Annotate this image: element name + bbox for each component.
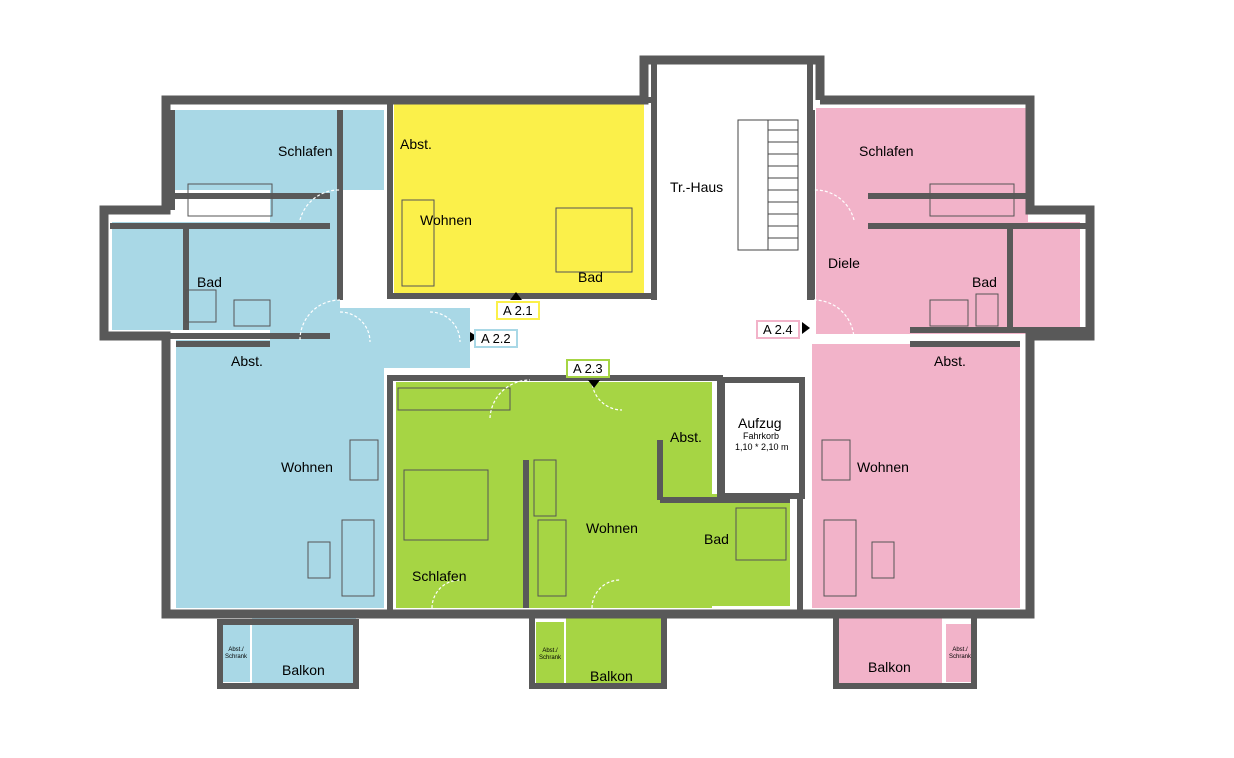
apartment-a21-fill (394, 104, 644, 294)
room-label-green-wohnen: Wohnen (586, 520, 638, 536)
room-label-green-schlafen: Schlafen (412, 568, 467, 584)
room-label-pink-bad: Bad (972, 274, 997, 290)
room-label-pink-abst-schrank: Abst./ Schrank (948, 647, 971, 660)
room-label-aufzug: Aufzug (738, 415, 782, 431)
unit-tag-a21: A 2.1 (496, 301, 540, 320)
room-label-blue-abst-schrank: Abst./ Schrank (224, 647, 247, 660)
room-label-yellow-bad: Bad (578, 269, 603, 285)
staircase (737, 119, 799, 251)
room-label-green-bad: Bad (704, 531, 729, 547)
apartment-a24-fill (812, 108, 1080, 684)
room-label-blue-abst: Abst. (231, 353, 263, 369)
room-label-pink-schlafen: Schlafen (859, 143, 914, 159)
room-label-blue-schlafen: Schlafen (278, 143, 333, 159)
furniture (185, 183, 1015, 597)
room-label-pink-balkon: Balkon (868, 659, 911, 675)
room-label-treppenhaus: Tr.-Haus (670, 179, 724, 195)
room-label-pink-diele: Diele (828, 255, 860, 271)
room-label-yellow-wohnen: Wohnen (420, 212, 472, 228)
interior-walls (110, 60, 1086, 689)
room-label-blue-bad: Bad (197, 274, 222, 290)
room-label-yellow-abst: Abst. (400, 136, 432, 152)
room-label-fahrkorb: Fahrkorb (743, 431, 780, 441)
unit-tag-a22: A 2.2 (474, 329, 518, 348)
unit-tag-a23: A 2.3 (566, 359, 610, 378)
room-label-fahrkorb-size: 1,10 * 2,10 m (735, 442, 789, 452)
unit-tag-a24: A 2.4 (756, 320, 800, 339)
room-label-green-balkon: Balkon (590, 668, 633, 684)
room-label-pink-wohnen: Wohnen (857, 459, 909, 475)
room-label-pink-abst: Abst. (934, 353, 966, 369)
room-label-blue-balkon: Balkon (282, 662, 325, 678)
room-label-green-abst-schrank: Abst./ Schrank (538, 648, 561, 661)
room-label-green-abst: Abst. (670, 429, 702, 445)
apartment-a22-fill (112, 110, 470, 684)
room-label-blue-wohnen: Wohnen (281, 459, 333, 475)
